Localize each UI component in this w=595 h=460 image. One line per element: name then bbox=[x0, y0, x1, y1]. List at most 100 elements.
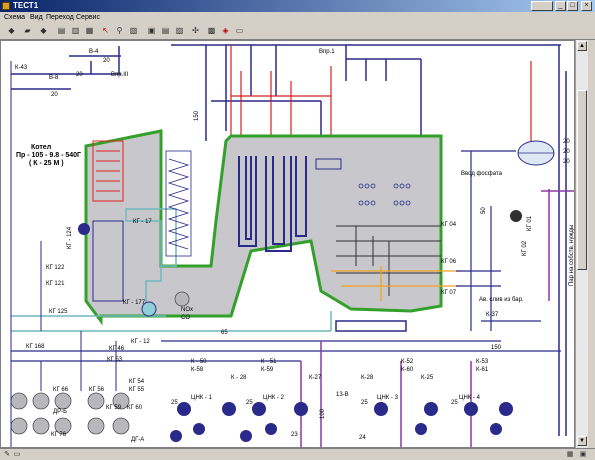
label-n100: 100 bbox=[320, 408, 326, 419]
label-kg60: КГ 60 bbox=[127, 405, 143, 411]
scroll-thumb[interactable] bbox=[577, 90, 587, 270]
lower-water-pipes bbox=[11, 340, 561, 362]
status-grid-icon[interactable]: ▦ bbox=[566, 451, 574, 458]
label-n20c: 20 bbox=[51, 92, 58, 98]
mimic-diagram-canvas[interactable]: К-43 В-8 В-4 20 20 20 Впр.1 Впр.III 150 … bbox=[0, 40, 575, 448]
pointer-icon[interactable]: ↖ bbox=[102, 26, 109, 35]
label-n150: 150 bbox=[194, 110, 200, 121]
label-n25b: 25 bbox=[246, 400, 253, 406]
layout-icon[interactable]: ▤ bbox=[161, 26, 170, 35]
convective-tubes bbox=[238, 156, 307, 252]
menu-bar: Схема Вид Переход Сервис bbox=[0, 12, 595, 23]
vertical-scrollbar[interactable]: ▲ ▼ bbox=[575, 40, 588, 448]
drum-valve[interactable] bbox=[78, 223, 90, 235]
label-kg124: КГ - 124 bbox=[67, 226, 73, 249]
label-b4: В-4 bbox=[89, 49, 99, 55]
label-co: CO bbox=[181, 315, 190, 321]
burner-circles bbox=[358, 183, 411, 206]
label-k51: К - 51 bbox=[261, 359, 277, 365]
back-icon[interactable]: ◆ bbox=[8, 26, 15, 35]
restore-group-button[interactable] bbox=[531, 1, 553, 11]
label-kg76: КГ 76 bbox=[51, 432, 67, 438]
pump-kg01[interactable] bbox=[510, 210, 522, 222]
status-view-icon[interactable]: ▭ bbox=[13, 451, 21, 458]
scroll-up-icon[interactable]: ▲ bbox=[577, 41, 587, 51]
copy-icon[interactable]: ▩ bbox=[207, 26, 216, 35]
settings-icon[interactable]: ✣ bbox=[192, 26, 199, 35]
monitor-icon[interactable]: ▭ bbox=[235, 26, 244, 35]
circulation-pumps[interactable] bbox=[170, 402, 513, 442]
label-kg46: КГ 46 bbox=[109, 346, 125, 352]
forward-icon[interactable]: ◆ bbox=[40, 26, 47, 35]
label-k28b: К-28 bbox=[361, 375, 374, 381]
open-folder-icon[interactable]: ▰ bbox=[24, 26, 31, 35]
close-button[interactable]: × bbox=[581, 1, 592, 11]
label-vpr-iii: Впр.III bbox=[111, 72, 129, 78]
zoom-icon[interactable]: ⚲ bbox=[116, 26, 123, 35]
lower-header bbox=[335, 320, 407, 332]
print-icon[interactable]: ▦ bbox=[85, 26, 94, 35]
label-k53: К-53 bbox=[476, 359, 489, 365]
menu-scheme[interactable]: Схема bbox=[4, 14, 26, 21]
label-dr6: ДР-Б bbox=[53, 409, 67, 415]
flue-duct-outlet bbox=[11, 311, 332, 332]
menu-view[interactable]: Вид bbox=[30, 14, 43, 21]
print-preview-icon[interactable]: ▥ bbox=[71, 26, 80, 35]
label-kg56: КГ 56 bbox=[89, 387, 105, 393]
minimize-button[interactable]: _ bbox=[555, 1, 566, 11]
maximize-button[interactable]: □ bbox=[567, 1, 578, 11]
label-kg06: КГ 06 bbox=[441, 259, 457, 265]
boiler-mimic-diagram: К-43 В-8 В-4 20 20 20 Впр.1 Впр.III 150 … bbox=[10, 44, 575, 447]
label-kg177: КГ - 177 bbox=[123, 300, 146, 306]
grid-icon[interactable]: ▧ bbox=[129, 26, 138, 35]
label-kg01: КГ 01 bbox=[527, 215, 533, 231]
label-kg17: КГ - 17 bbox=[133, 219, 152, 225]
chart-icon[interactable]: ▨ bbox=[175, 26, 184, 35]
label-k58: К-58 bbox=[191, 367, 204, 373]
erase-icon[interactable]: ◈ bbox=[222, 26, 229, 35]
label-from-dear: Ав. слив из бар. bbox=[479, 297, 524, 303]
label-kg66: КГ 66 bbox=[53, 387, 69, 393]
gas-lines bbox=[331, 266, 461, 301]
page-icon[interactable]: ▤ bbox=[57, 26, 66, 35]
label-k61: К-61 bbox=[476, 367, 489, 373]
label-n150b: 150 bbox=[491, 345, 502, 351]
window-title: ТЕСТ1 bbox=[13, 1, 39, 10]
menu-service[interactable]: Сервис bbox=[76, 14, 100, 21]
economizer-coil bbox=[167, 158, 190, 250]
status-edit-icon[interactable]: ✎ bbox=[4, 451, 10, 458]
storage-tanks bbox=[10, 291, 190, 435]
label-cnk2: ЦНК - 2 bbox=[263, 395, 285, 401]
economizer bbox=[165, 150, 192, 257]
label-kg07: КГ 07 bbox=[441, 290, 457, 296]
status-lock-icon[interactable]: ▣ bbox=[579, 451, 587, 458]
label-k43: К-43 bbox=[15, 65, 28, 71]
label-kg121: КГ 121 bbox=[46, 281, 65, 287]
label-k37: К-37 bbox=[486, 312, 499, 318]
label-n25c: 25 bbox=[361, 400, 368, 406]
label-kg122: КГ 122 bbox=[46, 265, 65, 271]
purple-pipes bbox=[541, 189, 574, 301]
label-cnk4: ЦНК - 4 bbox=[459, 395, 481, 401]
label-kg55: КГ 55 bbox=[129, 387, 145, 393]
label-feed-phosph: Ввод фосфата bbox=[461, 171, 503, 177]
label-nox: NOx bbox=[181, 307, 193, 313]
label-n13: 13-В bbox=[336, 392, 349, 398]
label-k28a: К - 28 bbox=[231, 375, 247, 381]
label-cnk1: ЦНК - 1 bbox=[191, 395, 213, 401]
scroll-down-icon[interactable]: ▼ bbox=[577, 436, 587, 446]
flue-duct-lower bbox=[145, 266, 162, 316]
boiler-name-1: Котел bbox=[31, 144, 51, 151]
label-vpr1: Впр.1 bbox=[319, 49, 335, 55]
label-kg04: КГ 04 bbox=[441, 222, 457, 228]
drum-column bbox=[92, 220, 124, 302]
label-k52: К-52 bbox=[401, 359, 414, 365]
title-bar[interactable]: ТЕСТ1 _ □ × bbox=[0, 0, 595, 12]
fan-kg177[interactable] bbox=[141, 301, 157, 317]
label-n25d: 25 bbox=[451, 400, 458, 406]
label-side-text: Пар на собств. нужды bbox=[569, 225, 575, 286]
top-steam-pipes bbox=[230, 45, 532, 151]
window-icon[interactable]: ▣ bbox=[147, 26, 156, 35]
menu-navigate[interactable]: Переход bbox=[46, 14, 74, 21]
label-kg02: КГ 02 bbox=[522, 240, 528, 256]
